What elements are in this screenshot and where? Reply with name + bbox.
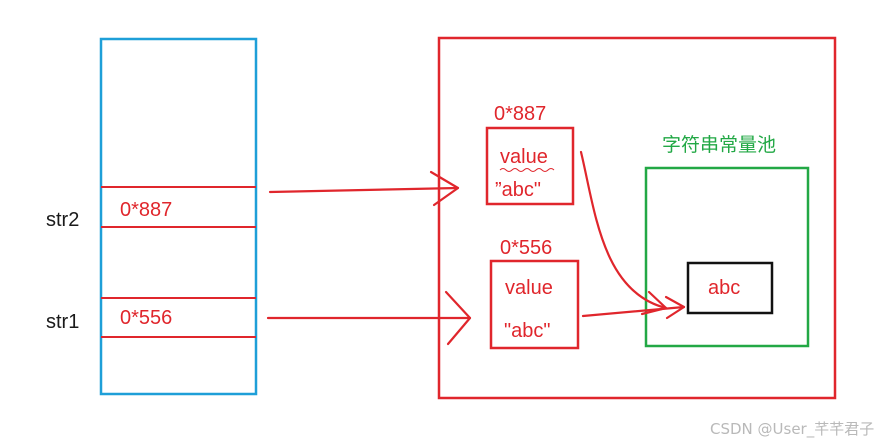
arrow-object887-to-pool xyxy=(579,150,668,316)
stack-value-str2: 0*887 xyxy=(120,199,172,221)
string-pool-entry xyxy=(686,261,774,315)
stack-label-str2: str2 xyxy=(46,209,79,231)
arrow-str1-to-object xyxy=(266,290,472,346)
spellcheck-underline xyxy=(499,168,555,172)
watermark: CSDN @User_芊芊君子 xyxy=(710,420,874,439)
string-pool xyxy=(644,166,810,348)
heap-frame xyxy=(437,36,837,400)
stack-value-str1: 0*556 xyxy=(120,307,172,329)
arrow-object556-to-pool xyxy=(581,295,686,320)
string-pool-entry-text: abc xyxy=(708,277,740,299)
heap-object-field-556: value xyxy=(505,277,553,299)
heap-object-content-887: ”abc" xyxy=(495,179,541,201)
heap-object-887 xyxy=(485,126,575,206)
string-pool-title: 字符串常量池 xyxy=(662,134,776,156)
stack-frame xyxy=(99,37,258,396)
heap-object-content-556: "abc" xyxy=(504,320,550,342)
heap-object-field-887: value xyxy=(500,146,548,168)
arrow-str2-to-object xyxy=(268,170,460,207)
heap-object-address-887: 0*887 xyxy=(494,103,546,125)
heap-object-556 xyxy=(489,259,580,350)
stack-label-str1: str1 xyxy=(46,311,79,333)
heap-object-address-556: 0*556 xyxy=(500,237,552,259)
